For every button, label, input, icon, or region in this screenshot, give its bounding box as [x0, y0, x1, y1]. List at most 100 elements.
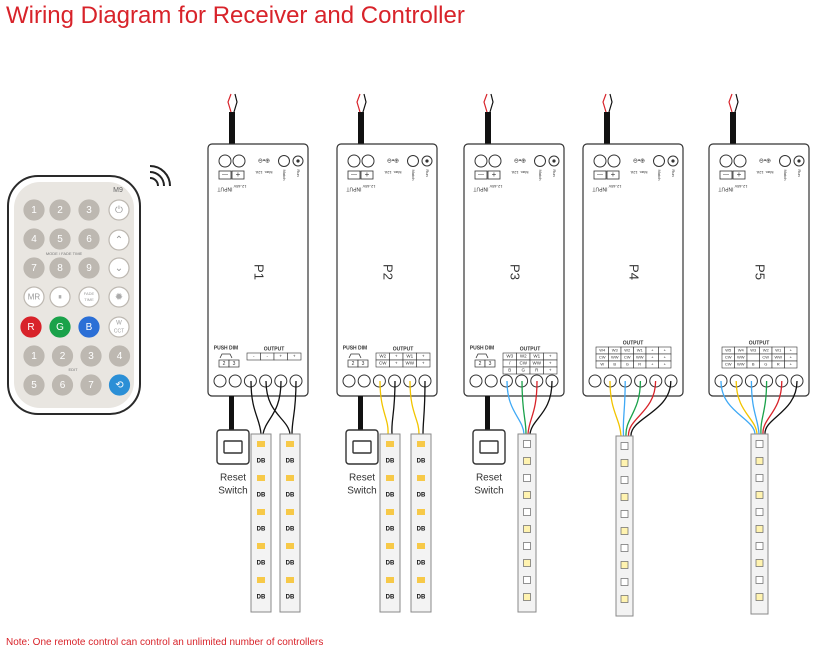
input-terminal [232, 154, 246, 168]
pause-button [49, 286, 71, 308]
input-plus-box [360, 170, 374, 180]
current-label: Max. 12A [511, 170, 528, 175]
output-cell-label: W5 [725, 348, 732, 353]
zone-button [80, 345, 102, 367]
push-term-box [228, 359, 240, 368]
input-terminal [218, 154, 232, 168]
wire [291, 380, 297, 435]
output-cell-label: + [790, 348, 793, 353]
input-terminal [733, 154, 747, 168]
input-terminal [474, 154, 488, 168]
output-cell-label: + [790, 362, 793, 367]
zone-button [51, 345, 74, 367]
output-cell-label: WW [636, 355, 644, 360]
output-label: OUTPUT [393, 346, 414, 352]
output-cell-label: + [422, 361, 425, 366]
match-label: Match [657, 170, 662, 181]
wire [265, 380, 291, 435]
output-cell-label: G [764, 362, 767, 367]
power-wire-black [489, 93, 494, 113]
reset-switch-label: Switch [474, 486, 503, 497]
number-button [78, 199, 100, 221]
output-cell-label: + [651, 355, 654, 360]
output-label: OUTPUT [623, 340, 644, 346]
output-cell-label: + [293, 354, 296, 359]
wcct-label-1: W [116, 321, 122, 327]
reset-switch-label: Switch [347, 486, 376, 497]
voltage-label: 12-48V [734, 184, 747, 189]
led-strip [517, 433, 537, 613]
led-chip [386, 475, 394, 481]
output-cell-label: + [651, 348, 654, 353]
led-chip [620, 561, 629, 569]
power-wire-red [728, 93, 733, 113]
output-cell [658, 360, 672, 369]
output-cell-label: + [549, 361, 552, 366]
footnote: Note: One remote control can control an … [6, 637, 324, 648]
led-chip [755, 457, 764, 465]
wire [529, 380, 553, 435]
switch-cable [485, 396, 490, 430]
output-cell-label: R [535, 368, 539, 373]
pause-button-label: ⏸ [58, 293, 62, 302]
led-resistor: DB [286, 527, 295, 533]
led-chip [755, 491, 764, 499]
wire [625, 380, 642, 437]
led-chip [755, 542, 764, 550]
led-chip [286, 475, 294, 481]
led-chip [417, 543, 425, 549]
zone-button [23, 374, 45, 396]
model-label: P1 [252, 264, 267, 280]
output-cell-label: + [664, 355, 667, 360]
output-cell-label: W1 [775, 348, 782, 353]
output-cell [543, 366, 558, 375]
number-button-label: 1 [31, 205, 37, 216]
match-button [407, 155, 419, 167]
led-chip [523, 440, 531, 448]
output-terminal [342, 374, 356, 388]
led-resistor: DB [386, 561, 395, 567]
dc-polarity-icon: ⊖•⊕ [759, 159, 771, 165]
mode-fade-label: MODE / FADE TIME [46, 251, 83, 256]
output-cell [287, 352, 302, 361]
output-cell-label: CW [725, 362, 732, 367]
wire [506, 380, 525, 435]
led-chip [523, 508, 531, 516]
remote-model-label: M9 [113, 187, 123, 194]
led-chip [755, 440, 764, 448]
green-button [49, 316, 71, 338]
run-led-dot [552, 159, 556, 163]
input-terminal [347, 154, 361, 168]
wire [609, 380, 622, 437]
input-plus-box [606, 170, 620, 180]
output-cell-label: + [395, 354, 398, 359]
led-chip [620, 459, 629, 467]
led-chip [755, 559, 764, 567]
led-resistor: DB [286, 561, 295, 567]
power-wire-red [227, 93, 232, 113]
led-chip [257, 543, 265, 549]
wire [521, 380, 527, 435]
edit-label: EDIT [68, 367, 78, 372]
led-resistor: DB [417, 493, 426, 499]
wire [735, 380, 758, 435]
red-button [20, 316, 42, 338]
power-button [108, 199, 130, 221]
number-button-label: 6 [86, 234, 92, 245]
signal-wave-icon [149, 165, 171, 187]
led-resistor: DB [417, 459, 426, 465]
wcct-button [108, 316, 130, 338]
input-label: INPUT [593, 186, 608, 192]
controller-body [582, 143, 684, 397]
controller-body [336, 143, 438, 397]
zone-button-label: 5 [31, 380, 37, 391]
led-chip [523, 457, 531, 465]
run-label: Run [671, 169, 676, 176]
push-term-box [357, 359, 369, 368]
power-button-label: ⏻ [115, 205, 123, 216]
led-chip [755, 576, 764, 584]
current-label: Max. 12A [756, 170, 773, 175]
